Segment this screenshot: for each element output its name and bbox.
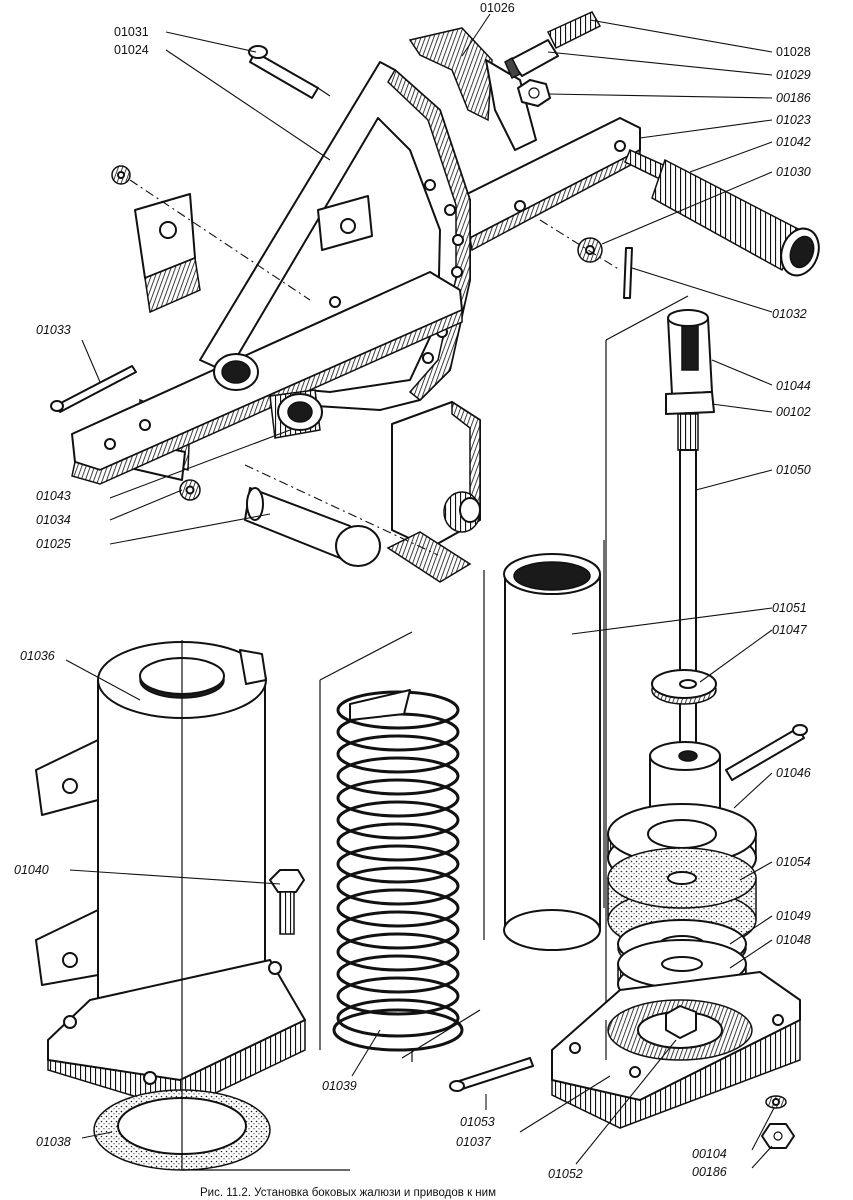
label-01047: 01047 xyxy=(772,623,808,637)
assembly-frame-line xyxy=(605,295,689,341)
axis-line xyxy=(129,179,311,301)
label-01051: 01051 xyxy=(772,601,807,615)
washer-small-top xyxy=(111,165,131,185)
rod-01050 xyxy=(679,449,697,751)
spring-coil xyxy=(336,844,460,884)
spring-coil xyxy=(336,778,460,818)
label-01029: 01029 xyxy=(776,68,811,82)
label-01026: 01026 xyxy=(480,1,515,15)
spring-end-coil xyxy=(332,1008,464,1052)
label-01036: 01036 xyxy=(20,649,55,663)
spring-coil xyxy=(336,888,460,928)
label-00186-top: 00186 xyxy=(776,91,811,105)
spring-01028 xyxy=(504,11,602,80)
label-01040: 01040 xyxy=(14,863,49,877)
thread-00102 xyxy=(677,413,699,451)
label-01052: 01052 xyxy=(548,1167,583,1181)
label-01034: 01034 xyxy=(36,513,71,527)
label-01037: 01037 xyxy=(456,1135,492,1149)
label-01053: 01053 xyxy=(460,1115,495,1129)
spring-coil xyxy=(336,734,460,774)
u-bracket xyxy=(386,400,481,583)
cotter-01033 xyxy=(50,365,137,413)
rod-assembly xyxy=(551,295,808,1149)
lever-arm xyxy=(71,271,463,485)
pin-01031 xyxy=(248,45,331,99)
ear-bottom xyxy=(35,909,99,986)
pin-01046 xyxy=(725,724,808,781)
figure-caption: Рис. 11.2. Установка боковых жалюзи и пр… xyxy=(200,1187,496,1199)
tube-01051 xyxy=(483,540,605,951)
spring-coil xyxy=(336,954,460,994)
part-labels: 01031 01024 01026 01028 01029 00186 0102… xyxy=(14,1,811,1181)
spring-coil xyxy=(336,932,460,972)
housing-01036 xyxy=(35,640,350,1171)
label-01039: 01039 xyxy=(322,1079,357,1093)
washer-01047 xyxy=(651,669,717,705)
axis-line xyxy=(244,464,439,556)
bolt-01040 xyxy=(269,869,305,935)
beam-bracket xyxy=(454,117,641,252)
label-01031: 01031 xyxy=(114,25,149,39)
spring-coil xyxy=(336,976,460,1016)
spring-01039 xyxy=(319,631,481,1062)
washer-cotter xyxy=(577,237,633,299)
lever-mechanism xyxy=(50,11,820,583)
label-00104: 00104 xyxy=(692,1147,727,1161)
nut-00186-top xyxy=(517,79,551,107)
label-00102: 00102 xyxy=(776,405,811,419)
label-01023: 01023 xyxy=(776,113,811,127)
washer-01034 xyxy=(179,479,201,501)
spring-coil xyxy=(336,866,460,906)
axis-line xyxy=(181,640,350,1171)
spring-coil xyxy=(336,822,460,862)
label-01046: 01046 xyxy=(776,766,811,780)
spring-coil xyxy=(336,800,460,840)
spring-coils xyxy=(332,690,464,1052)
tube-frame xyxy=(483,540,605,940)
spring-coil xyxy=(336,910,460,950)
label-01030: 01030 xyxy=(776,165,811,179)
base-01037 xyxy=(551,971,801,1129)
label-01042: 01042 xyxy=(776,135,811,149)
flange xyxy=(47,959,306,1111)
label-01054: 01054 xyxy=(776,855,811,869)
label-01032: 01032 xyxy=(772,307,807,321)
nut-00186-bottom xyxy=(761,1123,795,1149)
label-01050: 01050 xyxy=(776,463,811,477)
washer-00104 xyxy=(765,1095,787,1109)
spring-coil xyxy=(336,998,460,1038)
cotter-01053 xyxy=(449,1057,534,1092)
pin-01025 xyxy=(244,487,381,567)
label-01049: 01049 xyxy=(776,909,811,923)
spring-coil xyxy=(336,756,460,796)
label-01043: 01043 xyxy=(36,489,71,503)
label-00186-bottom: 00186 xyxy=(692,1165,727,1179)
leader-lines xyxy=(65,13,775,1169)
label-01044: 01044 xyxy=(776,379,811,393)
label-01033: 01033 xyxy=(36,323,71,337)
axis-line xyxy=(539,219,621,271)
handle-01030 xyxy=(624,148,820,277)
bushing xyxy=(269,389,323,439)
clevis-01044 xyxy=(665,309,715,415)
label-01028: 01028 xyxy=(776,45,811,59)
label-01024: 01024 xyxy=(114,43,149,57)
ear-top xyxy=(35,739,99,816)
label-01038: 01038 xyxy=(36,1135,71,1149)
label-01048: 01048 xyxy=(776,933,811,947)
label-01025: 01025 xyxy=(36,537,71,551)
